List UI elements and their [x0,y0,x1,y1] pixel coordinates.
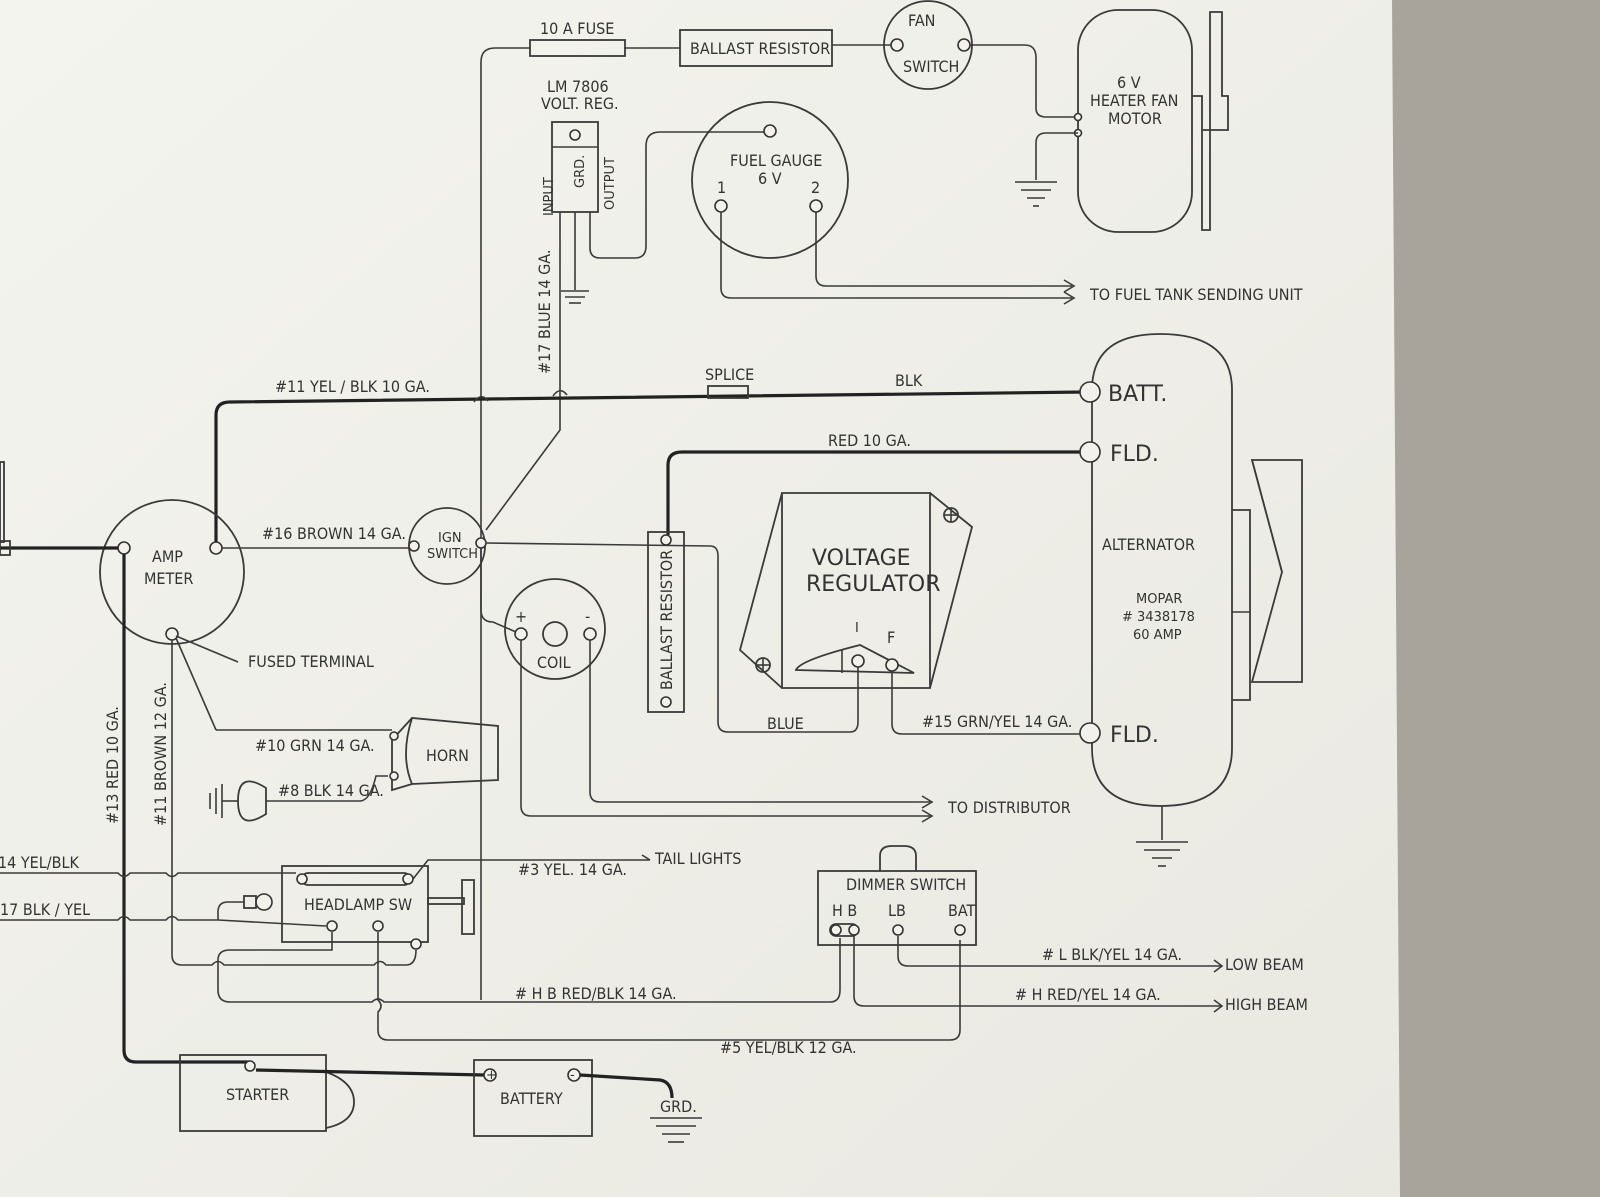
svg-text:6 V: 6 V [1117,73,1141,92]
fan-switch: FAN SWITCH [883,0,973,90]
svg-text:AMP: AMP [152,547,183,566]
whb-label: # H B RED/BLK 14 GA. [515,984,677,1003]
ground-label: GRD. [660,1097,697,1116]
regulator-ground-icon [561,290,589,304]
fld-bottom-label: FLD. [1110,723,1159,748]
vr-output-label: OUTPUT [603,157,618,210]
svg-text:STARTER: STARTER [226,1085,289,1104]
w15-label: #15 GRN/YEL 14 GA. [922,712,1072,731]
svg-text:F: F [887,628,895,647]
w5-label: #5 YEL/BLK 12 GA. [720,1038,857,1057]
heater-ground-icon [1015,181,1057,207]
svg-text:BAT: BAT [948,901,975,920]
w8-label: #8 BLK 14 GA. [278,781,384,800]
svg-text:FUEL GAUGE: FUEL GAUGE [730,151,822,170]
svg-text:REGULATOR: REGULATOR [806,572,940,597]
horn-ground-icon [209,780,267,822]
volt-reg-label-2: VOLT. REG. [541,94,619,113]
heater-fan-motor: 6 V HEATER FAN MOTOR [1073,9,1229,233]
w16-brown-label: #16 BROWN 14 GA. [262,524,406,543]
to-distributor-label: TO DISTRIBUTOR [947,798,1071,817]
ignition-coil: + - COIL [504,578,606,680]
svg-text:SWITCH: SWITCH [427,547,478,562]
tail-lights-label: TAIL LIGHTS [654,849,741,868]
svg-text:BALLAST RESISTOR: BALLAST RESISTOR [657,550,676,690]
fuel-tank-label: TO FUEL TANK SENDING UNIT [1089,285,1303,304]
svg-text:COIL: COIL [537,653,571,672]
ballast-resistor-vertical: BALLAST RESISTOR [647,531,685,713]
horn: HORN [389,717,499,792]
svg-text:MOPAR: MOPAR [1136,592,1182,607]
vr-input-label: INPUT [542,177,557,216]
voltage-regulator: VOLTAGE REGULATOR I F [738,492,974,689]
battery: + - BATTERY [473,1059,593,1137]
wl-label: # L BLK/YEL 14 GA. [1042,945,1182,964]
w11-vert-label: #11 BROWN 12 GA. [151,682,170,826]
alternator: BATT. FLD. FLD. ALTERNATOR MOPAR # 34381… [1079,333,1303,807]
svg-text:METER: METER [144,569,193,588]
svg-text:IGN: IGN [438,531,462,546]
alternator-label: ALTERNATOR [1102,535,1195,554]
fuse [529,39,626,57]
svg-text:HEADLAMP SW: HEADLAMP SW [304,895,412,914]
batt-terminal-label: BATT. [1108,382,1167,407]
svg-text:MOTOR: MOTOR [1108,109,1162,128]
w11-top-label: #11 YEL / BLK 10 GA. [275,377,430,396]
wh-label: # H RED/YEL 14 GA. [1015,985,1161,1004]
w3-label: #3 YEL. 14 GA. [518,860,627,879]
fuel-gauge: FUEL GAUGE 6 V 1 2 [691,101,849,259]
low-beam-label: LOW BEAM [1225,955,1304,974]
dimmer-switch: DIMMER SWITCH H B LB BAT [817,845,977,946]
svg-text:I: I [855,621,859,636]
alternator-ground-icon [1136,841,1188,867]
fuse-label: 10 A FUSE [540,19,614,38]
svg-text:+: + [515,607,527,626]
w13-label: #13 RED 10 GA. [103,706,122,824]
red10-label: RED 10 GA. [828,431,911,450]
svg-text:VOLTAGE: VOLTAGE [812,546,911,571]
svg-text:# 3438178: # 3438178 [1122,610,1195,625]
svg-text:2: 2 [811,178,820,197]
blk-label: BLK [895,371,923,390]
battery-ground-icon [650,1117,702,1143]
amp-meter: AMP METER [99,499,245,645]
svg-text:FAN: FAN [908,11,935,30]
splice [707,385,749,399]
svg-text:LB: LB [888,901,906,920]
svg-text:1: 1 [717,178,726,197]
ign-switch: IGN SWITCH [408,507,487,585]
w14-label: 14 YEL/BLK [0,853,80,872]
volt-reg-label-1: LM 7806 [547,77,609,96]
vr-gnd-label: GRD. [573,155,588,188]
svg-text:-: - [585,607,590,626]
svg-text:HORN: HORN [426,746,469,765]
svg-text:6 V: 6 V [758,169,782,188]
ballast-resistor-top-label: BALLAST RESISTOR [690,39,830,58]
blue-label: BLUE [767,714,804,733]
ballast-resistor-top [679,29,833,67]
svg-text:60 AMP: 60 AMP [1133,628,1182,643]
w10-label: #10 GRN 14 GA. [255,736,375,755]
splice-label: SPLICE [705,365,754,384]
fld-top-label: FLD. [1110,442,1159,467]
svg-text:BATTERY: BATTERY [500,1089,563,1108]
w17-label: 17 BLK / YEL [0,900,90,919]
high-beam-label: HIGH BEAM [1225,995,1308,1014]
svg-text:H B: H B [832,901,857,920]
fused-terminal-label: FUSED TERMINAL [248,652,374,671]
svg-text:+: + [486,1068,497,1083]
svg-text:-: - [570,1068,575,1083]
w17-blue-label: #17 BLUE 14 GA. [535,250,554,374]
svg-text:SWITCH: SWITCH [903,57,959,76]
lm7806-regulator: INPUT GRD. OUTPUT [542,121,618,226]
svg-text:HEATER FAN: HEATER FAN [1090,91,1178,110]
headlamp-switch: HEADLAMP SW [243,865,475,950]
starter: STARTER [179,1054,355,1132]
svg-text:DIMMER SWITCH: DIMMER SWITCH [846,875,966,894]
